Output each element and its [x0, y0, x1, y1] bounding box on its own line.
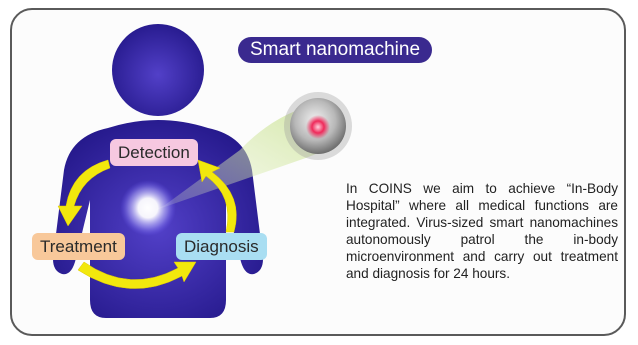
diagram-title: Smart nanomachine [238, 37, 432, 63]
detection-label: Detection [110, 139, 198, 166]
glow-spot-icon [120, 180, 176, 236]
diagnosis-label: Diagnosis [176, 233, 267, 260]
treatment-label: Treatment [32, 233, 125, 260]
description-text: In COINS we aim to achieve “In-Body Hosp… [346, 180, 618, 282]
nanomachine-particle-icon [284, 92, 352, 160]
